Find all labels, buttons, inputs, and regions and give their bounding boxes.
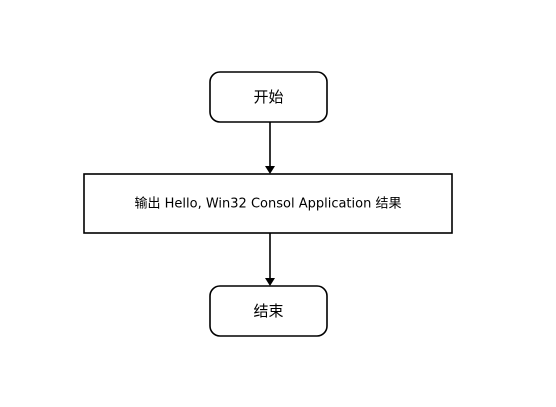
process-node-box <box>83 173 453 234</box>
end-node-label: 结束 <box>253 302 283 320</box>
end-node-box <box>209 285 328 337</box>
start-node-label: 开始 <box>253 88 283 106</box>
process-node: 输出 Hello, Win32 Consol Application 结果 <box>83 173 453 234</box>
start-node-box <box>209 71 328 123</box>
arrowhead-icon <box>265 278 275 286</box>
end-node: 结束 <box>209 285 328 337</box>
process-node-label: 输出 Hello, Win32 Consol Application 结果 <box>135 196 402 212</box>
arrowhead-icon <box>265 166 275 174</box>
start-node: 开始 <box>209 71 328 123</box>
